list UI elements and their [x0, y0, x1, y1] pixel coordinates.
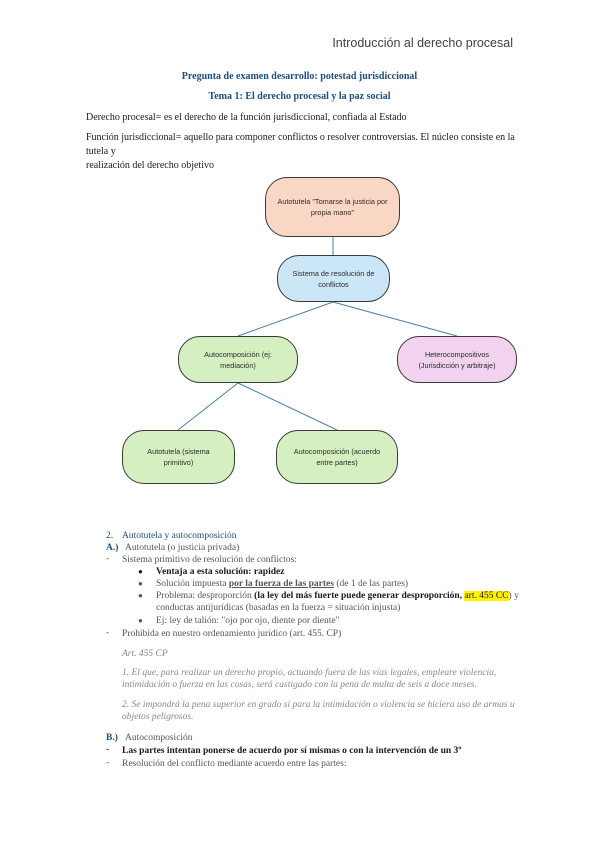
- bullet-solucion: Solución impuesta por la fuerza de las p…: [156, 578, 408, 590]
- dash-bullet: -: [106, 758, 110, 768]
- node-heterocompositivos: Heterocompositivos (Jurisdicción y arbit…: [397, 336, 517, 383]
- theme-title: Tema 1: El derecho procesal y la paz soc…: [208, 91, 391, 102]
- section-title: Autotutela y autocomposición: [122, 531, 237, 541]
- a-item-prohibida: Prohibida en nuestro ordenamiento jurídi…: [122, 629, 342, 639]
- b-item-acuerdo: Las partes intentan ponerse de acuerdo p…: [122, 746, 462, 756]
- bullet-problema: Problema: desproporción (la ley del más …: [156, 590, 519, 602]
- bullet-problema-pre: Problema: desproporción: [156, 591, 255, 601]
- node-autocomposicion-acuerdo: Autocomposición (acuerdo entre partes): [276, 430, 398, 484]
- bullet-icon: ●: [138, 579, 143, 588]
- bullet-ventaja: Ventaja a esta solución: rapidez: [156, 567, 285, 577]
- node-autotutela: Autotutela "Tomarse la justicia por prop…: [265, 177, 400, 237]
- node-autocomposicion-mediacion: Autocomposición (ej: mediación): [178, 336, 298, 383]
- bullet-talion: Ej: ley de talión: "ojo por ojo, diente …: [156, 616, 340, 626]
- article-p2-line2: objetos peligrosos.: [122, 712, 194, 722]
- definition-funcion-line1: Función jurisdiccional= aquello para com…: [86, 132, 515, 157]
- bullet-solucion-underlined: por la fuerza de las partes: [228, 579, 334, 589]
- dash-bullet: -: [106, 745, 110, 755]
- bullet-problema-bold: (la ley del más fuerte puede generar des…: [254, 591, 465, 601]
- bullet-problema-post: ) y: [508, 591, 519, 601]
- node-sistema-resolucion: Sistema de resolución de conflictos: [277, 255, 390, 302]
- b-item-resolucion: Resolución del conflicto mediante acuerd…: [122, 759, 347, 769]
- bullet-problema-line2: conductas antijurídicas (basadas en la f…: [156, 603, 401, 613]
- bullet-problema-highlight: art. 455 CC: [464, 591, 509, 601]
- subsection-b-label: B.): [106, 733, 118, 743]
- dash-bullet: -: [106, 628, 110, 638]
- definition-procesal: Derecho procesal= es el derecho de la fu…: [86, 112, 407, 123]
- node-autotutela-primitivo: Autotutela (sistema primitivo): [122, 430, 235, 484]
- header-title: Introducción al derecho procesal: [332, 36, 513, 50]
- definition-funcion: Función jurisdiccional= aquello para com…: [86, 131, 516, 173]
- dash-bullet: -: [106, 554, 110, 564]
- a-item-primitivo: Sistema primitivo de resolución de confl…: [122, 555, 297, 565]
- subsection-a-title: Autotutela (o justicia privada): [125, 543, 240, 553]
- bullet-solucion-pre: Solución impuesta: [156, 579, 229, 589]
- subsection-b-title: Autocomposición: [125, 733, 193, 743]
- section-number: 2.: [106, 531, 114, 541]
- article-p1-line2: intimidación o fuerza en las cosas, será…: [122, 680, 477, 690]
- article-title: Art. 455 CP: [122, 649, 168, 659]
- subsection-a-label: A.): [106, 543, 119, 553]
- article-p2-line1: 2. Se impondrá la pena superior en grado…: [122, 700, 515, 710]
- bullet-icon: ●: [138, 567, 143, 576]
- bullet-icon: ●: [138, 591, 143, 600]
- article-p1-line1: 1. El que, para realizar un derecho prop…: [122, 668, 497, 678]
- bullet-icon: ●: [138, 616, 143, 625]
- definition-funcion-line2: realización del derecho objetivo: [86, 160, 214, 171]
- bullet-solucion-post: (de 1 de las partes): [333, 579, 409, 589]
- question-title: Pregunta de examen desarrollo: potestad …: [181, 71, 418, 82]
